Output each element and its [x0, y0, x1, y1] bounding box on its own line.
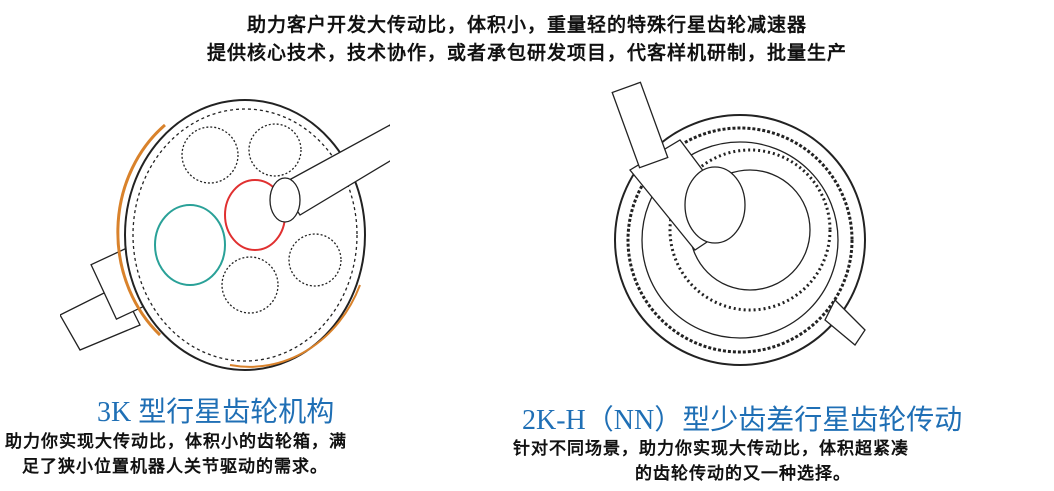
- left-desc-line-2: 足了狭小位置机器人关节驱动的需求。: [22, 457, 328, 477]
- right-title: 2K-H（NN）型少齿差行星齿轮传动: [522, 405, 963, 436]
- right-desc-line-1: 针对不同场景，助力你实现大传动比，体积超紧凑: [513, 439, 909, 459]
- 3k-planetary-gear-drawing: [60, 99, 390, 371]
- left-desc-line-1: 助力你实现大传动比，体积小的齿轮箱，满: [5, 432, 347, 452]
- left-title: 3K 型行星齿轮机构: [97, 397, 335, 428]
- 2k-h-nn-gear-drawing: [611, 81, 866, 366]
- header-line-1: 助力客户开发大传动比，体积小，重量轻的特殊行星齿轮减速器: [246, 14, 807, 36]
- header-line-2: 提供核心技术，技术协作，或者承包研发项目，代客样机研制，批量生产: [206, 42, 847, 64]
- right-desc-line-2: 的齿轮传动的又一种选择。: [635, 464, 851, 484]
